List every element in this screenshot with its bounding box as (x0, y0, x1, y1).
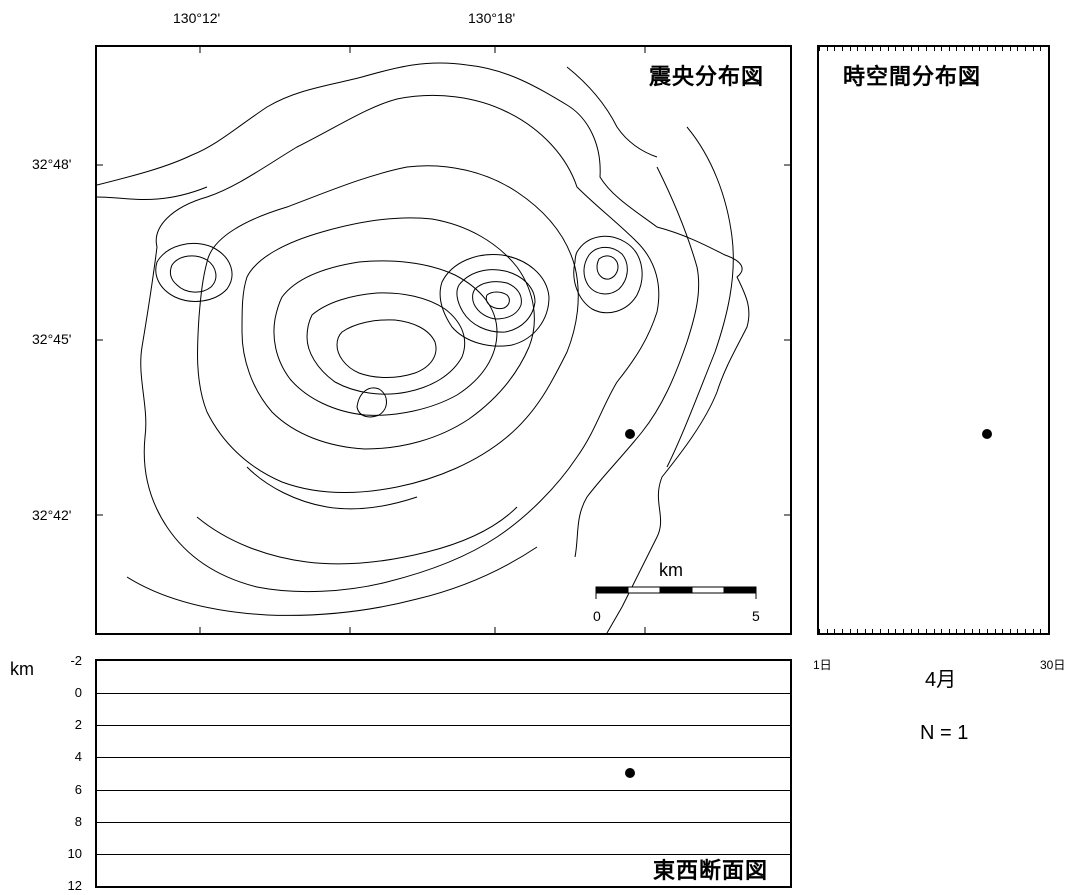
epicenter-map: 震央分布図 km 0 5 (95, 45, 792, 635)
cross-section-title: 東西断面図 (652, 858, 768, 883)
scale-bar (595, 586, 757, 599)
spacetime-event-marker (982, 429, 992, 439)
depth-tick-label: -2 (70, 653, 82, 668)
spacetime-end-label: 30日 (1040, 658, 1066, 672)
scale-unit-label: km (659, 560, 683, 580)
cross-section: 東西断面図 (95, 659, 792, 888)
lat-tick-label-3: 32°42' (32, 507, 72, 523)
epicenter-marker (625, 429, 635, 439)
spacetime-title: 時空間分布図 (843, 64, 982, 89)
depth-tick-label: 8 (74, 814, 82, 829)
hypocenter-marker (625, 768, 635, 778)
scale-end-label: 5 (752, 608, 760, 624)
spacetime-day-ticks (819, 47, 1041, 633)
month-label: 4月 (925, 669, 957, 691)
depth-unit-label: km (10, 659, 34, 679)
event-count: N = 1 (920, 722, 969, 744)
map-title: 震央分布図 (648, 64, 764, 89)
lat-tick-label-1: 32°48' (32, 156, 72, 172)
lon-tick-label-1: 130°12' (173, 10, 221, 26)
depth-gridlines (97, 693, 790, 855)
depth-tick-label: 6 (74, 782, 82, 797)
depth-tick-label: 12 (67, 878, 82, 893)
depth-tick-label: 0 (74, 685, 82, 700)
lon-tick-label-2: 130°18' (468, 10, 516, 26)
scale-start-label: 0 (593, 608, 601, 624)
depth-tick-label: 4 (74, 749, 82, 764)
spacetime-plot: 時空間分布図 (817, 45, 1050, 635)
depth-tick-label: 10 (67, 846, 82, 861)
lat-tick-label-2: 32°45' (32, 331, 72, 347)
topographic-contours (97, 47, 790, 633)
spacetime-start-label: 1日 (813, 658, 832, 672)
depth-tick-label: 2 (74, 717, 82, 732)
